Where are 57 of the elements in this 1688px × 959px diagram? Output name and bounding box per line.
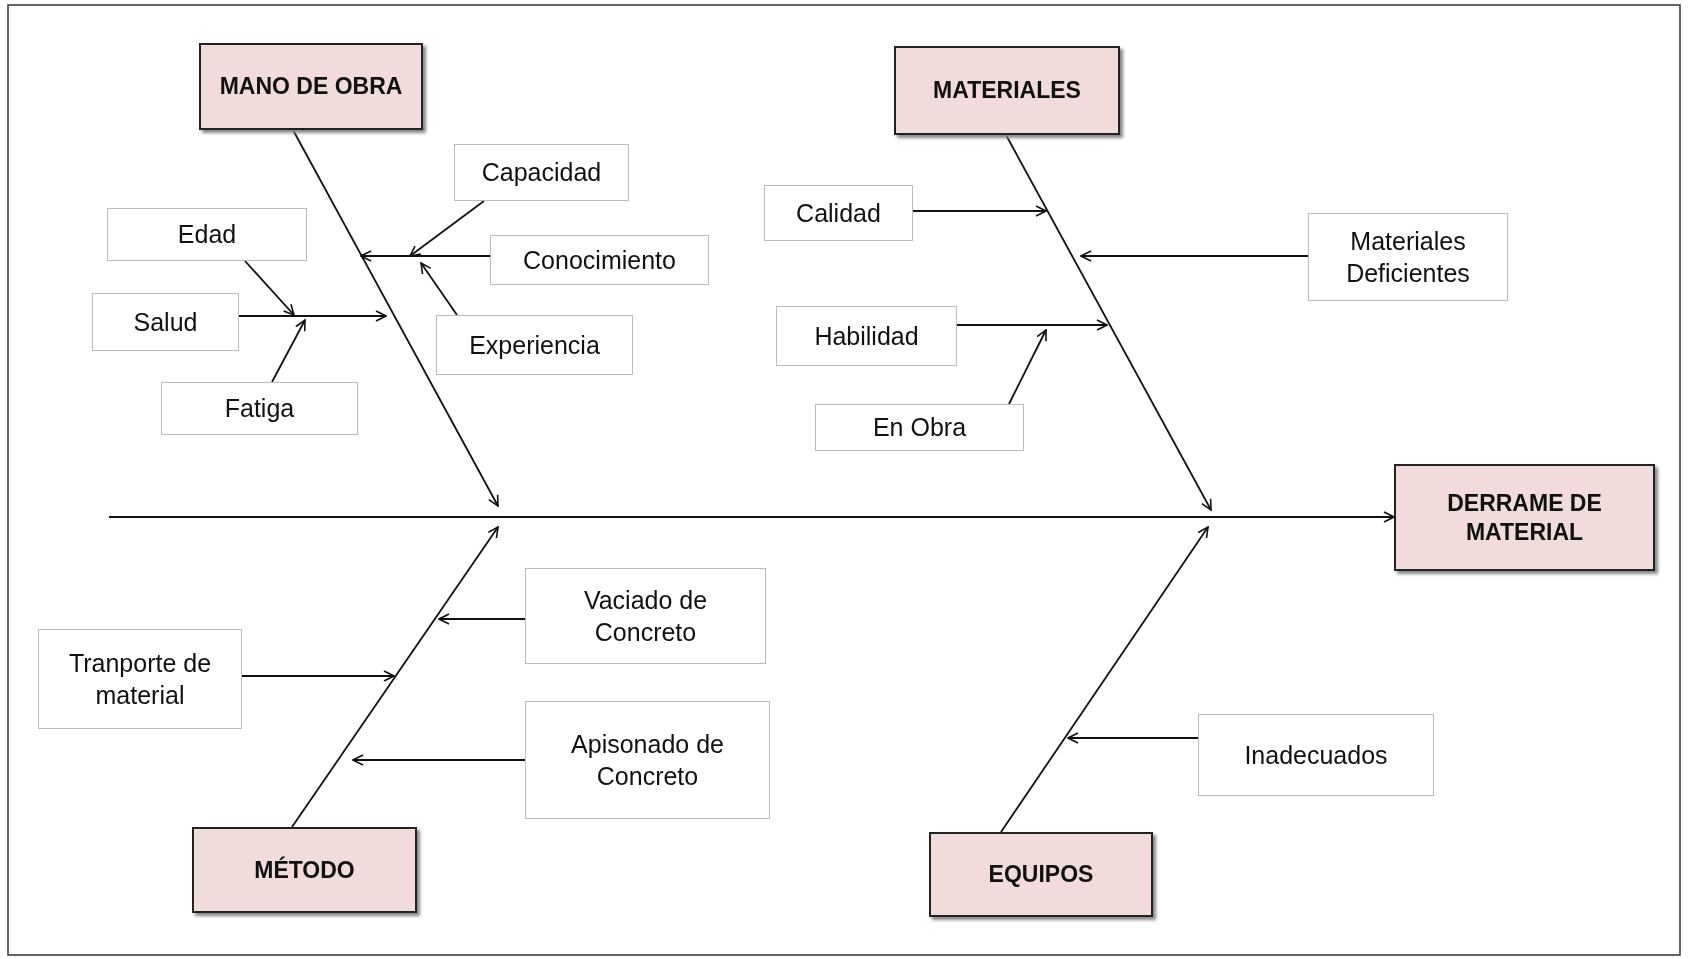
node-text: MANO DE OBRA [218, 72, 404, 101]
cause-box [525, 701, 770, 819]
arrow [352, 754, 526, 766]
node-text: MATERIALES [932, 76, 1082, 105]
cause-box [525, 568, 766, 664]
cause-box [454, 144, 629, 201]
node-text: Tranporte de material [67, 647, 213, 711]
category-box [192, 827, 417, 913]
node-text: MÉTODO [253, 855, 356, 885]
node-text: Capacidad [480, 157, 603, 189]
node-text: Fatiga [223, 393, 296, 425]
node-text: Habilidad [813, 320, 920, 352]
arrow [108, 511, 1395, 523]
cause-box [436, 315, 633, 375]
arrow [1080, 250, 1309, 262]
node-text: Vaciado de Concreto [582, 584, 709, 648]
arrow [238, 310, 387, 322]
node-text: Inadecuados [1243, 739, 1389, 771]
node-text: DERRAME DE MATERIAL [1446, 488, 1603, 547]
node-text: EQUIPOS [987, 860, 1095, 889]
arrow [420, 262, 458, 316]
node-text: Materiales Deficientes [1345, 225, 1471, 289]
arrow [271, 319, 306, 383]
cause-box [161, 382, 358, 435]
cause-box [764, 185, 913, 241]
category-box [894, 46, 1120, 135]
arrow [1008, 329, 1047, 405]
category-box [1394, 464, 1655, 571]
node-text: Salud [132, 306, 199, 338]
cause-box [1308, 213, 1508, 301]
arrow [292, 129, 499, 507]
node-text: Conocimiento [522, 244, 677, 276]
arrow [1067, 732, 1199, 744]
arrow [360, 250, 491, 262]
node-text: Calidad [795, 197, 882, 229]
node-text: En Obra [871, 412, 968, 444]
arrow [1005, 134, 1212, 511]
node-text: Edad [176, 219, 238, 251]
arrow [291, 526, 499, 828]
node-text: Experiencia [468, 329, 601, 361]
cause-box [490, 235, 709, 285]
cause-box [1198, 714, 1434, 796]
cause-box [107, 208, 307, 261]
arrow [438, 613, 526, 625]
cause-box [38, 629, 242, 729]
category-box [199, 43, 423, 130]
arrow [241, 670, 395, 682]
cause-box [92, 293, 239, 351]
arrow [244, 260, 295, 316]
arrow [1000, 526, 1209, 833]
cause-box [815, 404, 1024, 451]
node-text: Apisonado de Concreto [570, 728, 725, 792]
arrow [956, 319, 1108, 331]
cause-box [776, 306, 957, 366]
arrow [409, 200, 485, 257]
arrow [912, 205, 1047, 217]
category-box [929, 832, 1153, 917]
